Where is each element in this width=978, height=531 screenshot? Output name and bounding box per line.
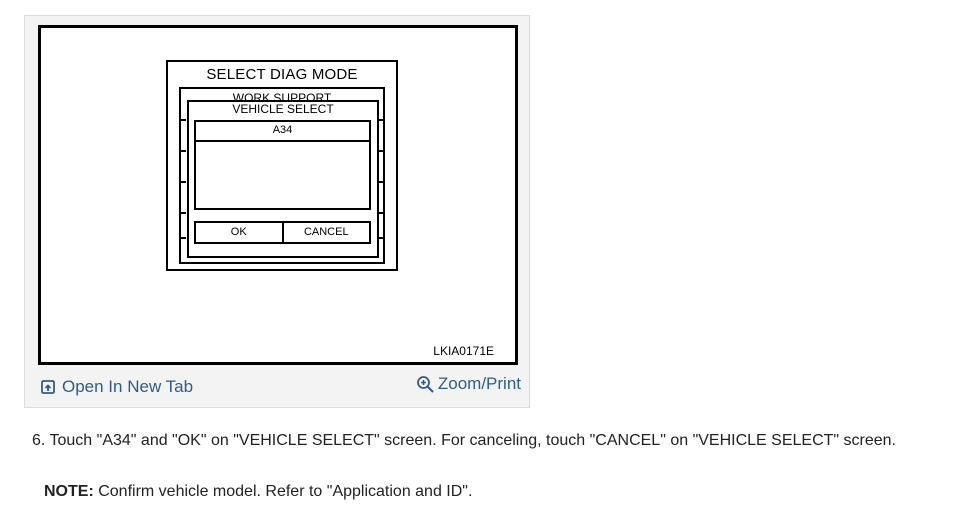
figure-card: SELECT DIAG MODE WORK SUPPORT VEHICLE SE… <box>24 15 530 408</box>
ok-button: OK <box>230 226 247 238</box>
figure-footer: Open In New Tab Zoom/Print <box>25 374 529 402</box>
work-support-label: WORK SUPPORT <box>232 92 332 100</box>
right-list-ticks <box>378 111 385 261</box>
vehicle-option-a34: A34 <box>194 120 371 142</box>
diagram-figure[interactable]: SELECT DIAG MODE WORK SUPPORT VEHICLE SE… <box>38 25 518 365</box>
select-diag-mode-screen: SELECT DIAG MODE WORK SUPPORT VEHICLE SE… <box>166 60 398 271</box>
note: NOTE: Confirm vehicle model. Refer to "A… <box>44 483 472 501</box>
zoom-in-icon <box>416 375 434 393</box>
zoom-print-link[interactable]: Zoom/Print <box>416 374 521 394</box>
cancel-button: CANCEL <box>281 223 370 242</box>
open-in-new-tab-label: Open In New Tab <box>62 377 194 396</box>
dialog-buttons: OK CANCEL <box>194 221 371 244</box>
open-in-new-tab-icon <box>41 380 55 394</box>
note-text: Confirm vehicle model. Refer to "Applica… <box>93 483 473 500</box>
zoom-print-label: Zoom/Print <box>437 374 521 393</box>
open-in-new-tab-link[interactable]: Open In New Tab <box>41 377 193 397</box>
figure-code: LKIA0171E <box>433 344 494 358</box>
screen-title: SELECT DIAG MODE <box>206 66 358 83</box>
step-instruction: 6. Touch "A34" and "OK" on "VEHICLE SELE… <box>32 432 896 449</box>
note-label: NOTE: <box>44 483 94 500</box>
vehicle-select-dialog: VEHICLE SELECT A34 OK CANCEL <box>187 100 379 258</box>
vehicle-list-area <box>194 140 371 210</box>
left-list-ticks <box>179 111 186 261</box>
work-support-panel: WORK SUPPORT VEHICLE SELECT A34 OK CANCE… <box>179 87 385 264</box>
vehicle-select-title: VEHICLE SELECT <box>232 102 334 116</box>
